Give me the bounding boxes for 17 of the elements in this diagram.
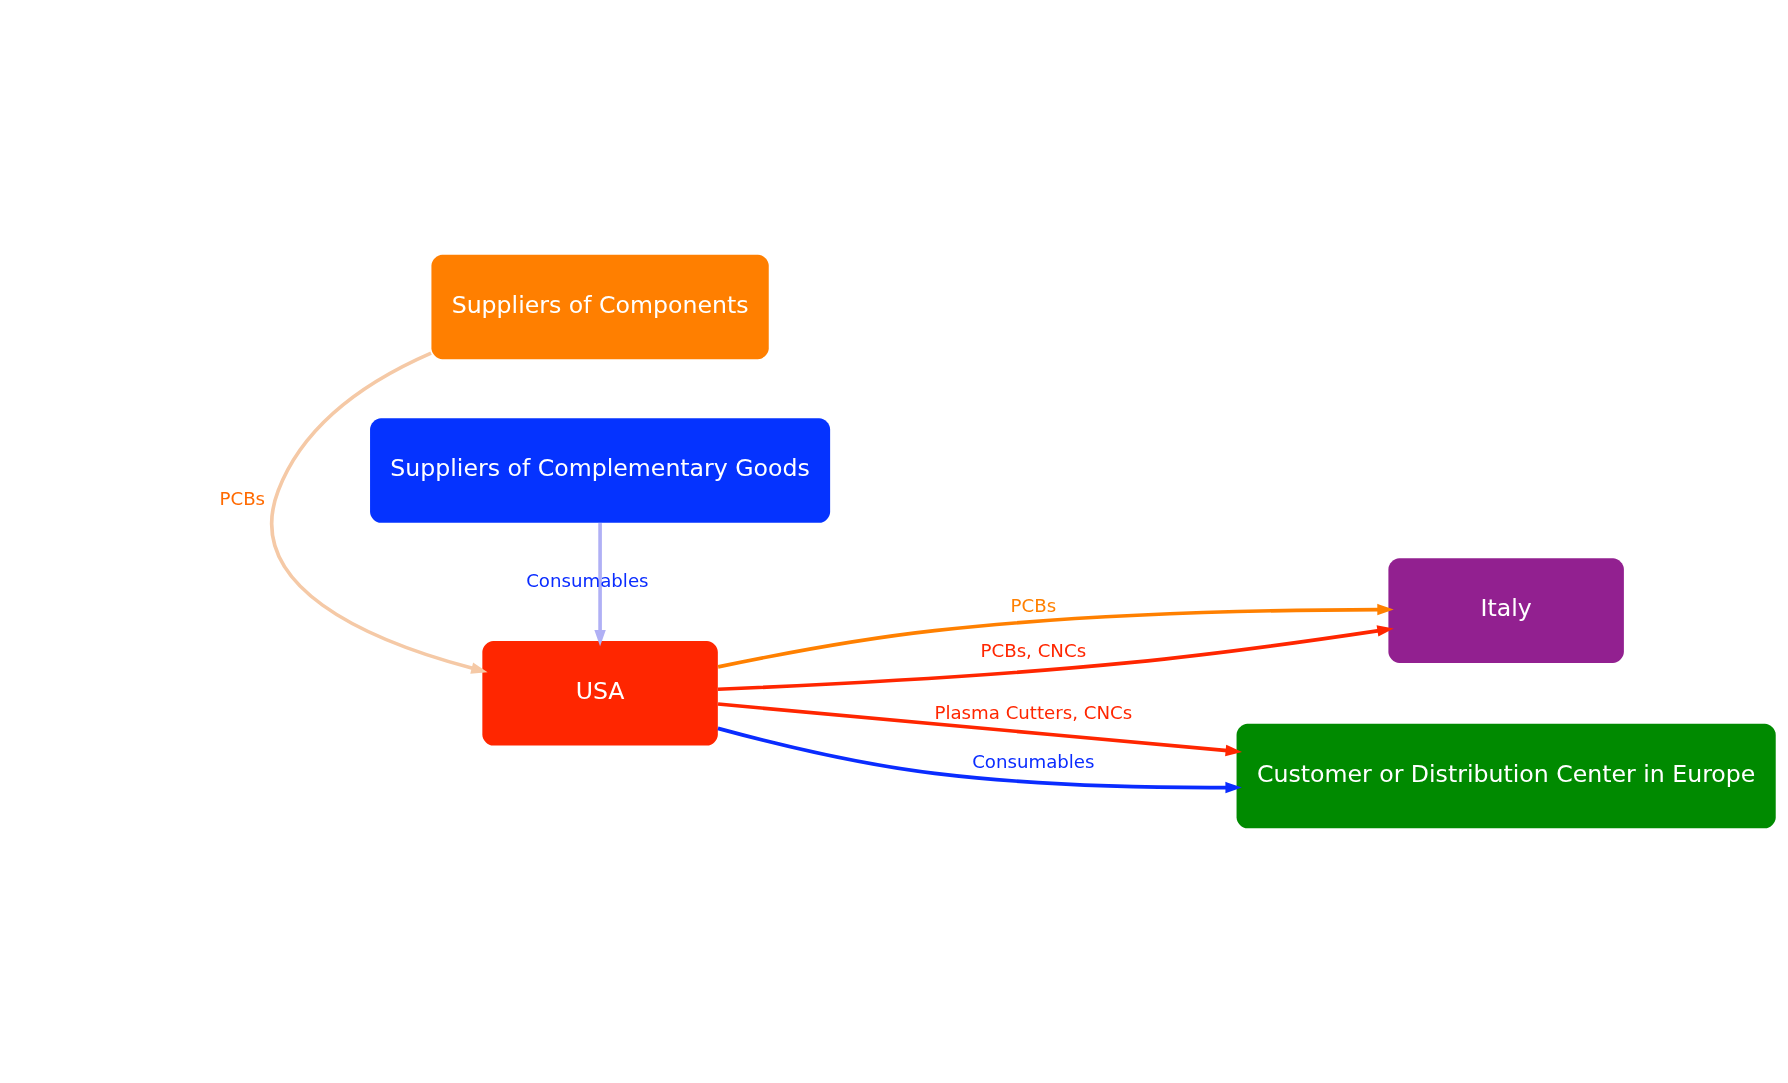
node-box: Suppliers of Components	[431, 254, 769, 360]
edge-label: PCBs	[219, 488, 266, 510]
edge-label: PCBs, CNCs	[980, 639, 1087, 661]
edge-label: Plasma Cutters, CNCs	[934, 701, 1133, 723]
arrow	[717, 603, 1394, 669]
arrow	[717, 702, 1242, 757]
arrow	[717, 625, 1394, 692]
edge-label: Consumables	[972, 750, 1095, 772]
node-box: Italy	[1388, 558, 1624, 663]
arrow	[594, 523, 606, 647]
arrow	[270, 351, 488, 674]
edge-label: PCBs	[1010, 594, 1057, 616]
node-box: Customer or Distribution Center in Europe	[1236, 723, 1776, 829]
node-box: Suppliers of Complementary Goods	[370, 418, 831, 523]
arrow	[717, 726, 1242, 794]
node-box: USA	[482, 641, 718, 746]
edge-label: Consumables	[526, 569, 649, 591]
